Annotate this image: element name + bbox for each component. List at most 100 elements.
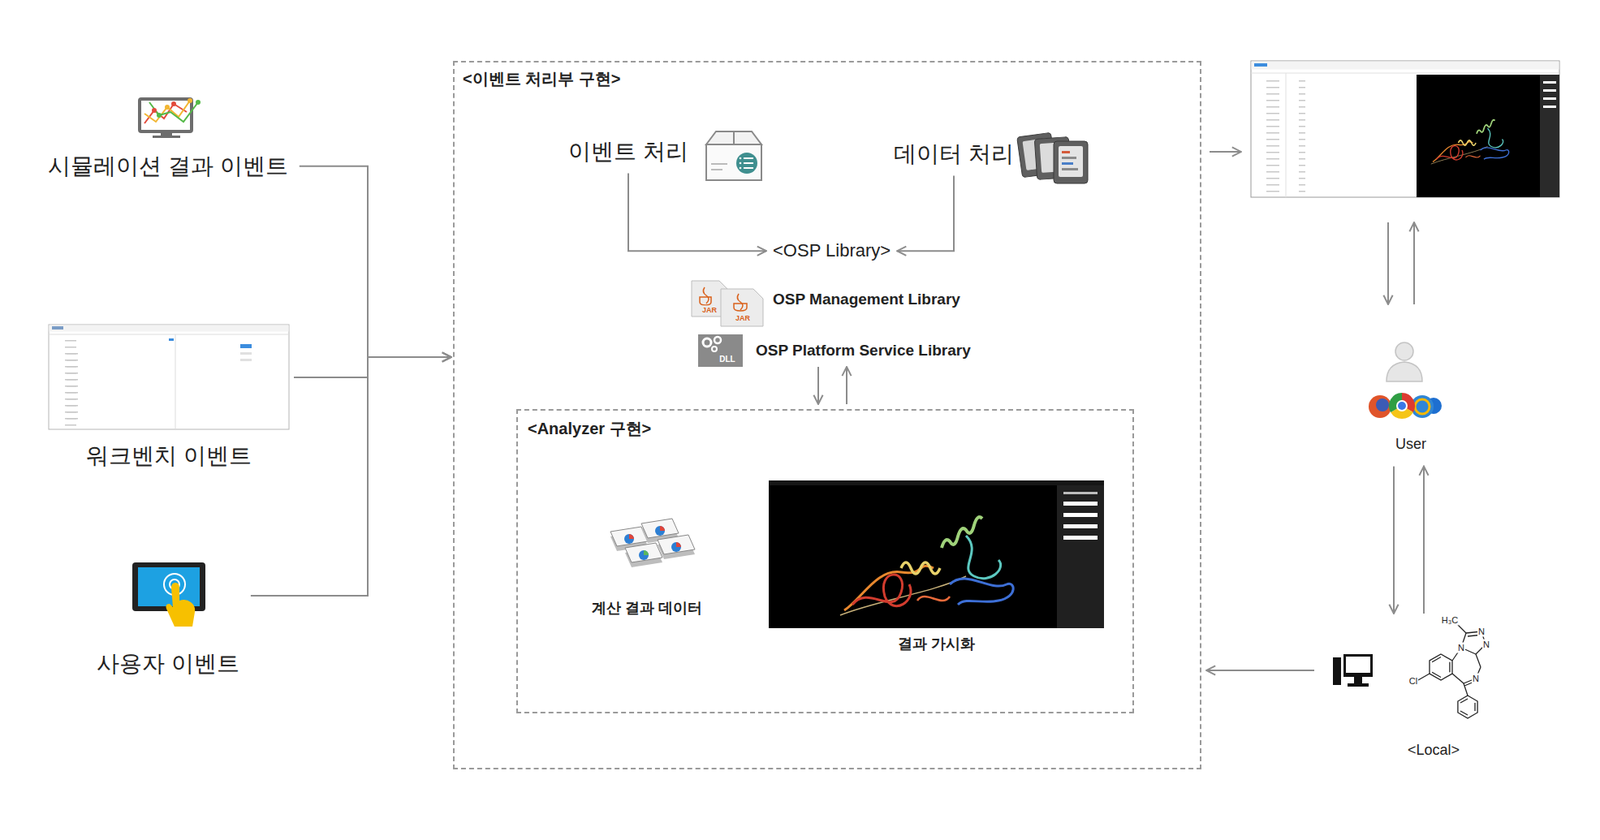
process-label: 데이터 처리 <box>893 140 1014 169</box>
result-data-icon <box>638 550 649 561</box>
workbench-screenshot <box>168 338 174 341</box>
result-data-icon <box>671 542 682 553</box>
data-processing-icon <box>1017 132 1088 184</box>
computer-icon <box>1332 654 1373 687</box>
event-package-icon <box>706 144 762 181</box>
event-package-icon <box>706 131 762 181</box>
atom-label: N <box>1471 673 1480 685</box>
event-package-icon <box>739 157 742 160</box>
workbench-screenshot <box>240 352 252 355</box>
viewer-screenshot <box>1251 61 1560 70</box>
jar-file-icon <box>720 288 764 327</box>
flow-arrow <box>1209 151 1415 305</box>
protein-visualization <box>840 517 1014 616</box>
chart-monitor-icon <box>151 107 157 113</box>
event-source: 사용자 이벤트 <box>90 552 246 685</box>
user-icon <box>1395 342 1414 361</box>
data-processing-icon <box>1058 146 1083 177</box>
tablet-touch-icon <box>166 582 196 627</box>
jar-file-icon <box>699 297 712 306</box>
workbench-screenshot <box>51 326 64 330</box>
result-data-icon <box>657 534 695 555</box>
process-label: 이벤트 처리 <box>568 138 689 166</box>
flow-arrow <box>299 166 452 358</box>
workbench-screenshot <box>49 325 289 333</box>
viewer-screenshot <box>1254 77 1280 195</box>
protein-visualization <box>768 480 1105 486</box>
event-package-icon <box>736 152 758 174</box>
viewer-screenshot <box>1543 81 1557 84</box>
viewer-screenshot <box>1416 74 1540 198</box>
chart-monitor-icon <box>149 102 199 122</box>
data-processing-icon <box>1061 168 1079 171</box>
protein-visualization <box>1063 513 1098 518</box>
dll-file-icon <box>711 346 717 352</box>
workbench-screenshot <box>48 324 289 430</box>
flow-arrow <box>817 366 820 405</box>
jar-file-icon <box>737 293 743 311</box>
browser-logos <box>1368 395 1392 419</box>
flow-arrow <box>293 357 452 378</box>
visualization-panel: 결과 가시화 <box>768 480 1105 629</box>
jar-file-icon <box>702 287 709 304</box>
result-data-icon <box>624 534 634 544</box>
tablet-touch-icon <box>132 562 206 612</box>
event-label: 사용자 이벤트 <box>96 650 240 678</box>
dll-file-icon <box>714 336 721 344</box>
event-package-icon <box>739 162 742 165</box>
atom-label: Cl <box>1408 676 1419 687</box>
viewer-screenshot <box>1543 89 1557 92</box>
chart-monitor-icon <box>187 98 193 104</box>
local-label: <Local> <box>1407 741 1460 760</box>
event-package-icon <box>739 167 742 170</box>
molecule-structure <box>1431 657 1441 663</box>
computer-icon <box>1332 657 1342 686</box>
data-processing-icon <box>1053 141 1088 184</box>
result-data-icon <box>641 518 679 539</box>
data-processing-icon <box>1061 150 1070 154</box>
tablet-touch-icon <box>138 567 200 607</box>
event-package-icon <box>706 131 762 145</box>
user-label: User <box>1395 435 1427 454</box>
flow-arrow <box>845 366 848 405</box>
workbench-screen: 워크벤치 이벤트 <box>48 324 289 430</box>
chart-monitor-icon <box>164 104 170 110</box>
tablet-touch-icon <box>132 562 206 627</box>
viewer-screenshot <box>1431 120 1510 164</box>
atom-label: N <box>1482 639 1491 651</box>
protein-visualization <box>1063 535 1098 540</box>
workbench-screenshot <box>48 324 289 430</box>
flow-arrow <box>1206 669 1315 672</box>
event-package-icon <box>743 162 754 164</box>
library-name: OSP Platform Service Library <box>755 341 971 361</box>
protein-visualization <box>1063 524 1098 529</box>
jar-file-icon <box>691 280 764 327</box>
workbench-screenshot <box>48 334 289 336</box>
result-data-icon <box>610 518 695 568</box>
flow-arrow <box>1209 150 1242 153</box>
browser-logos <box>1375 398 1389 412</box>
result-data-icon <box>629 534 634 540</box>
viewer-screenshot <box>1285 73 1287 198</box>
viewer-screenshot <box>1250 60 1560 198</box>
flow-arrow <box>250 357 452 596</box>
dll-file-icon <box>702 338 712 347</box>
flow-arrow <box>1423 466 1425 614</box>
molecule-structure <box>1429 654 1453 681</box>
chart-monitor-icon <box>156 112 162 118</box>
event-package-icon <box>733 131 735 145</box>
library-title: <OSP Library> <box>772 240 891 262</box>
protein-visualization <box>768 480 1105 629</box>
result-data-icon <box>655 526 665 536</box>
event-label: 워크벤치 이벤트 <box>86 442 252 471</box>
atom-label: H₃C <box>1440 615 1459 626</box>
user-icon <box>1386 342 1423 382</box>
chart-monitor-icon <box>171 101 177 107</box>
flow-arrow <box>1392 466 1395 614</box>
browser-logos <box>1368 392 1442 419</box>
icon-label: JAR <box>701 306 718 315</box>
region-title: <이벤트 처리부 구현> <box>462 69 621 89</box>
data-processing-icon <box>1061 162 1074 165</box>
local-node: <Local> <box>1319 618 1506 764</box>
